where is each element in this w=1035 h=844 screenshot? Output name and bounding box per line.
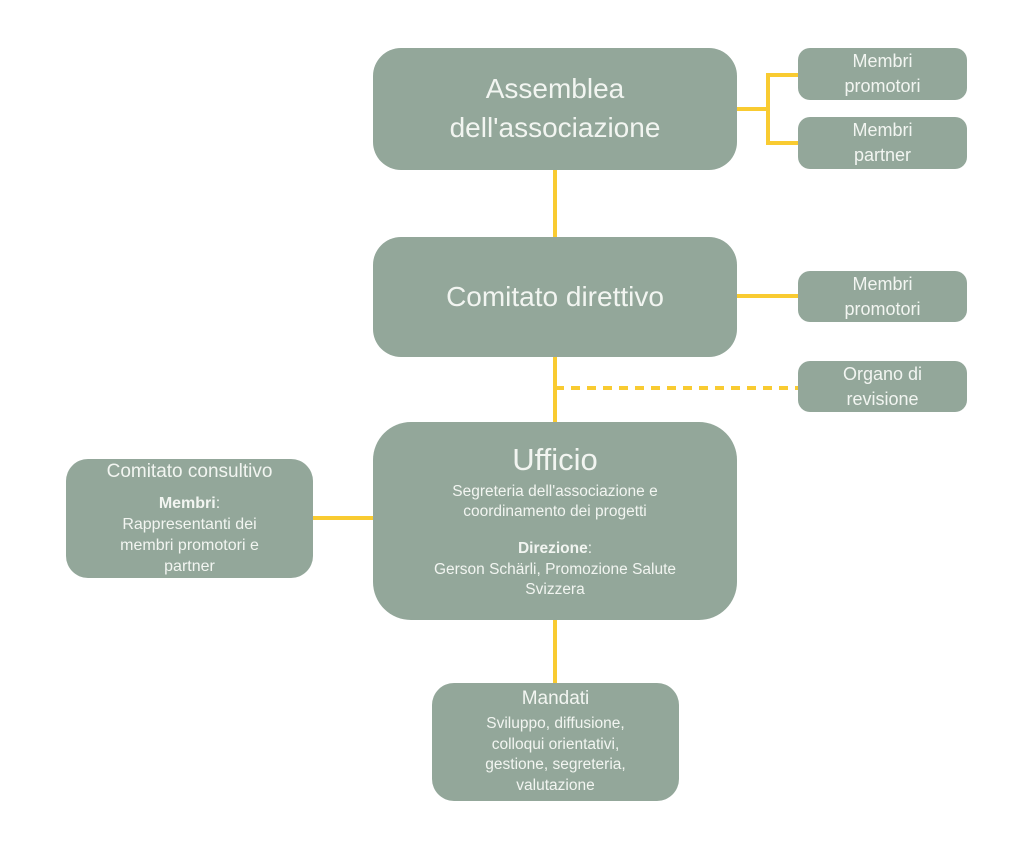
assemblea-title: Assemblea dell'associazione [449,73,661,143]
connector-dashed-organo-revisione [555,386,798,390]
node-comitato-consultivo: Comitato consultivo Membri: Rappresentan… [66,459,313,578]
ufficio-direction-label: Direzione: [517,540,593,558]
node-membri-partner: Membri partner [798,117,967,169]
node-ufficio: Ufficio Segreteria dell'associazione e c… [373,422,737,620]
comitato-consultivo-title: Comitato consultivo [106,460,273,482]
connector-bracket-vertical [766,73,770,145]
ufficio-subtitle: Segreteria dell'associazione e coordinam… [452,482,658,521]
consultivo-members-value: Rappresentanti dei membri promotori e pa… [120,516,259,575]
comitato-direttivo-title: Comitato direttivo [446,280,664,312]
node-comitato-direttivo: Comitato direttivo [373,237,737,357]
membri-promotori-top-label: Membri promotori [844,51,921,96]
ufficio-direction-value: Gerson Schärli, Promozione Salute Svizze… [433,560,677,599]
connector-assemblea-stem [737,107,768,111]
connector-consultivo-ufficio [313,516,373,520]
membri-promotori-mid-label: Membri promotori [844,273,921,319]
node-mandati: Mandati Sviluppo, diffusione, colloqui o… [432,683,679,801]
membri-partner-label: Membri partner [852,120,913,165]
connector-ufficio-mandati [553,620,557,683]
mandati-description: Sviluppo, diffusione, colloqui orientati… [485,715,626,794]
ufficio-direction: Direzione: Gerson Schärli, Promozione Sa… [434,539,676,601]
node-membri-promotori-top: Membri promotori [798,48,967,100]
node-organo-revisione: Organo di revisione [798,361,967,412]
mandati-title: Mandati [521,688,590,710]
consultivo-members-label: Membri: [158,495,221,513]
connector-bracket-to-membri-partner [766,141,798,145]
ufficio-title: Ufficio [512,442,598,478]
connector-bracket-to-membri-promotori [766,73,798,77]
node-membri-promotori-mid: Membri promotori [798,271,967,322]
connector-comitato-membri-promotori [737,294,798,298]
node-assemblea: Assemblea dell'associazione [373,48,737,170]
connector-assemblea-comitato [553,170,557,237]
organo-revisione-label: Organo di revisione [842,363,923,409]
